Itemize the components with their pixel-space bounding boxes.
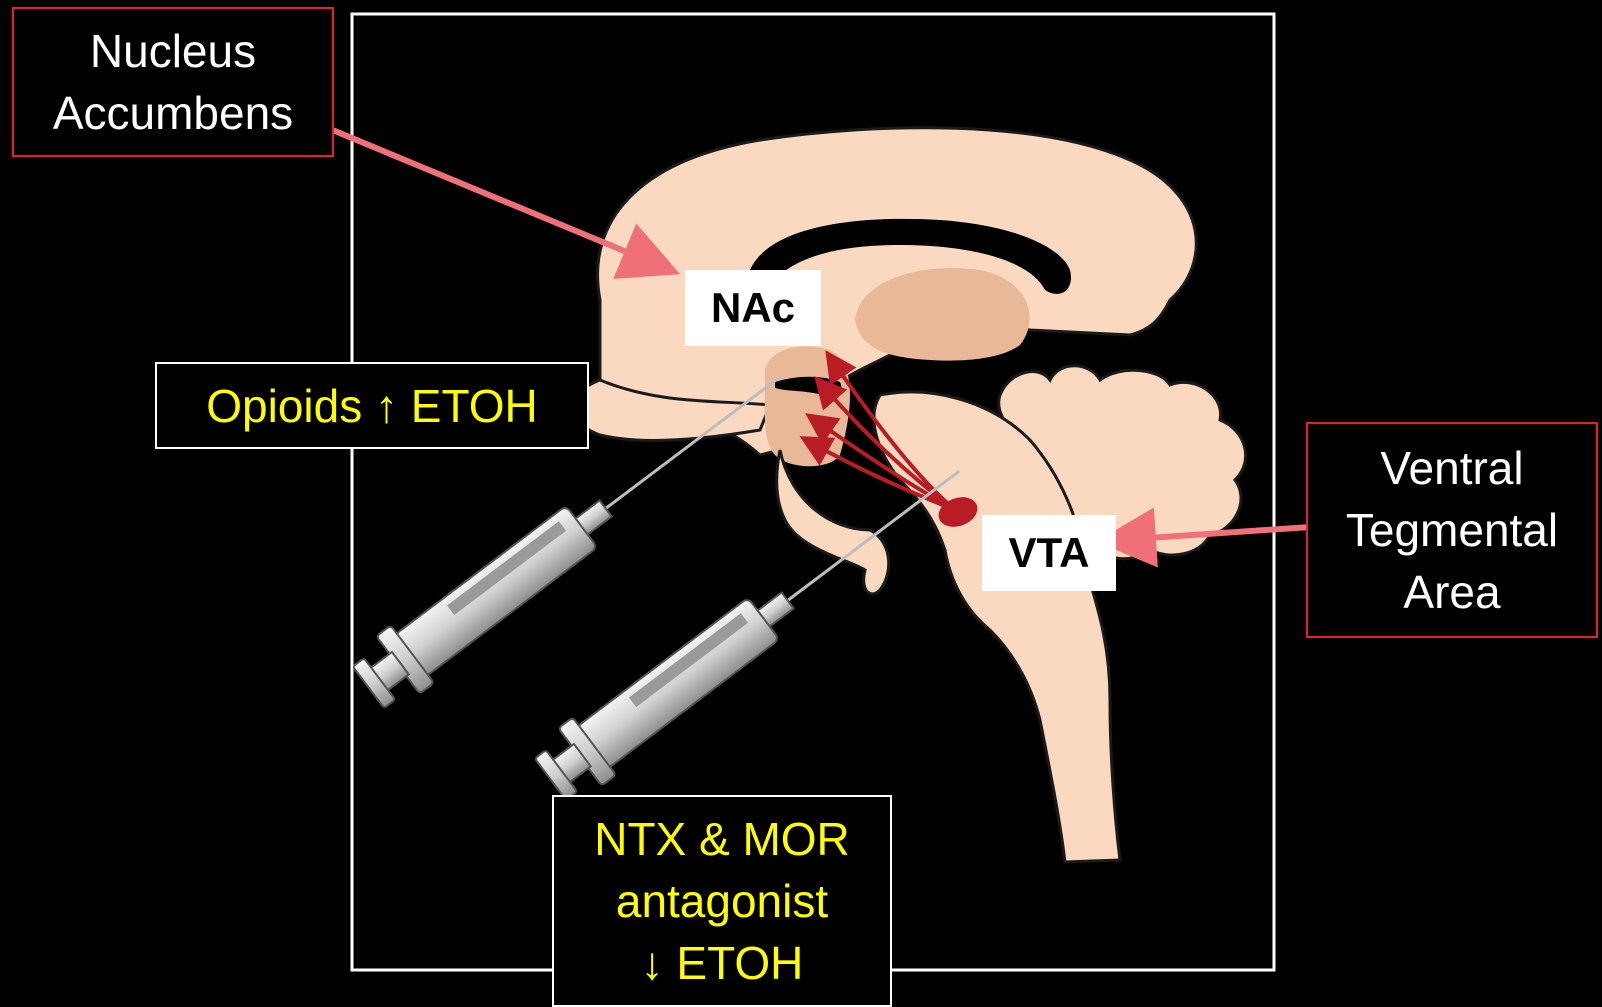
vta-label-tag: VTA (982, 515, 1116, 591)
vta-label-text: VTA (1009, 529, 1090, 577)
syringe-icon (529, 442, 981, 808)
antagonist-line-1: NTX & MOR (594, 808, 850, 870)
brain-sagittal-illustration (574, 128, 1246, 862)
antagonist-line-2: antagonist (616, 870, 828, 932)
midbrain (777, 450, 889, 594)
opioids-annotation-text: Opioids ↑ ETOH (206, 375, 537, 437)
opioids-annotation: Opioids ↑ ETOH (155, 362, 589, 449)
nac-label-tag: NAc (685, 270, 821, 346)
vta-callout-line-1: Ventral (1380, 437, 1523, 499)
nucleus-accumbens-pointer-arrow (318, 124, 658, 265)
nac-label-text: NAc (711, 284, 795, 332)
vta-callout-line-2: Tegmental (1346, 499, 1558, 561)
antagonist-line-3: ↓ ETOH (641, 932, 804, 994)
vta-callout-line-3: Area (1403, 561, 1500, 623)
nucleus-accumbens-line-1: Nucleus (90, 20, 256, 82)
ventral-tegmental-area-callout: Ventral Tegmental Area (1306, 422, 1598, 638)
antagonist-annotation: NTX & MOR antagonist ↓ ETOH (552, 795, 892, 1007)
nucleus-accumbens-callout: Nucleus Accumbens (12, 7, 334, 157)
nucleus-accumbens-line-2: Accumbens (53, 82, 293, 144)
